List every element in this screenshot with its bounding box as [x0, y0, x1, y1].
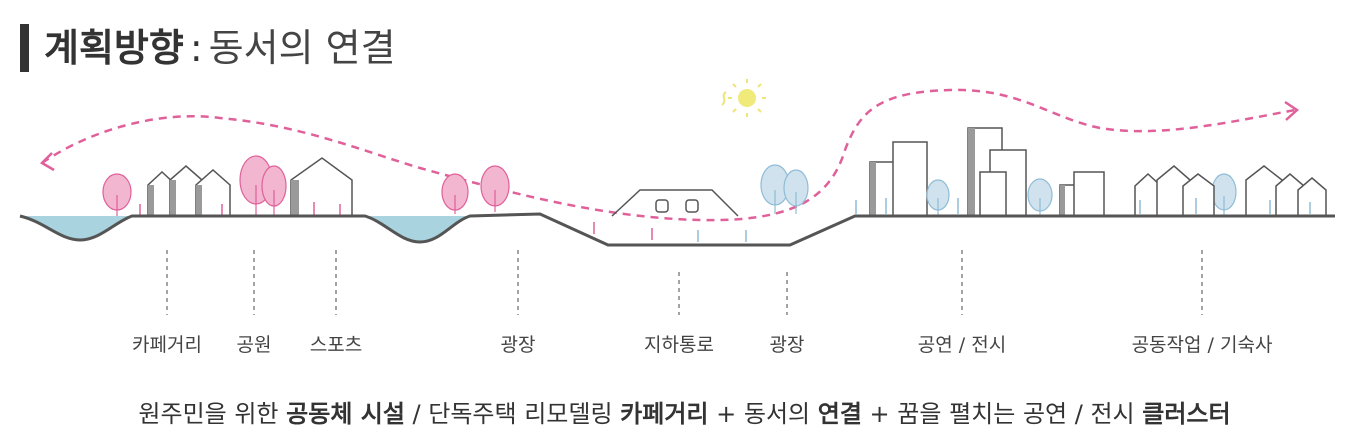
title-accent-bar: [20, 24, 29, 72]
blue-trees-middle: [760, 164, 809, 214]
footer-caption: 원주민을 위한 공동체 시설 / 단독주택 리모델링 카페거리 + 동서의 연결…: [0, 394, 1369, 429]
ground-section-line: [19, 212, 1335, 247]
subway-station: [611, 189, 739, 217]
footer-part-2: / 단독주택 리모델링: [404, 400, 621, 428]
footer-bold-4: 클러스터: [1142, 400, 1231, 428]
label-underpass: 지하통로: [644, 334, 714, 356]
label-leader-lines: [166, 250, 1203, 315]
label-cafe-street: 카페거리: [132, 334, 202, 356]
blue-trees-right: [926, 173, 1237, 216]
towers-right: [869, 127, 1105, 217]
title-separator: :: [189, 26, 203, 70]
sun-icon: [721, 79, 766, 117]
label-plaza-1: 광장: [500, 334, 536, 356]
page-title: 계획방향:동서의 연결: [44, 24, 396, 72]
title-sub: 동서의 연결: [208, 26, 396, 70]
footer-part-3: + 동서의: [708, 400, 818, 428]
water-pool-left: [20, 216, 132, 240]
houses-left: [147, 157, 353, 216]
footer-bold-1: 공동체 시설: [286, 400, 405, 428]
houses-right: [1134, 165, 1327, 216]
title-main: 계획방향: [44, 26, 184, 70]
footer-bold-3: 연결: [817, 400, 862, 428]
footer-part-1: 원주민을 위한: [138, 400, 287, 428]
tower-shadows-right: [870, 128, 1065, 216]
label-park: 공원: [236, 334, 272, 356]
footer-bold-2: 카페거리: [620, 400, 709, 428]
label-performance-exhibition: 공연 / 전시: [917, 334, 1007, 356]
label-workshop-dormitory: 공동작업 / 기숙사: [1131, 334, 1273, 356]
label-plaza-2: 광장: [769, 334, 805, 356]
footer-part-4: + 꿈을 펼치는 공연 / 전시: [861, 400, 1143, 428]
connection-arrow-path: [41, 88, 1296, 222]
arrow-head-left-icon: [39, 152, 55, 172]
water-pool-middle: [365, 216, 470, 242]
house-shadows-left: [148, 180, 299, 216]
pink-trees-left: [102, 155, 510, 216]
label-sports: 스포츠: [309, 334, 363, 356]
people-figures: [139, 198, 1311, 242]
arrow-head-right-icon: [1284, 100, 1300, 121]
